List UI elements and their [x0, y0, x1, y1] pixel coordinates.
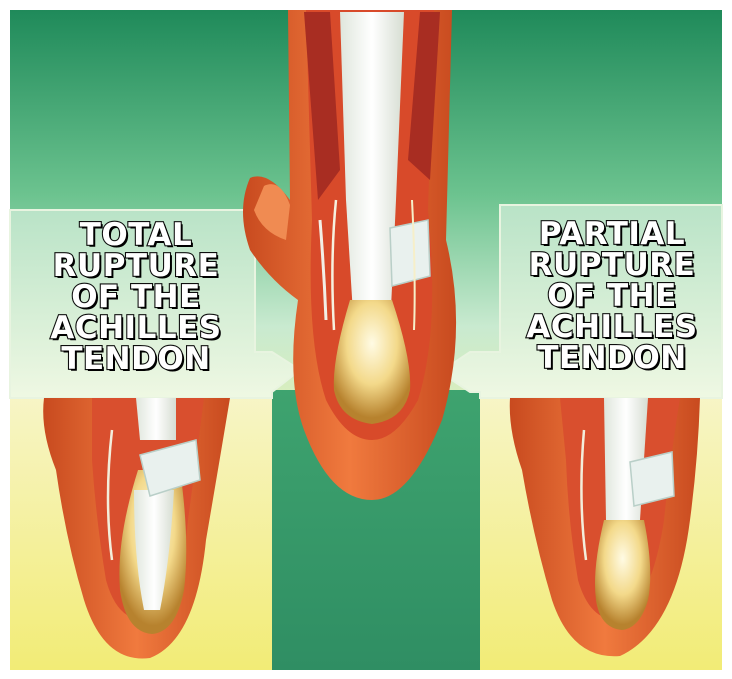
partial-rupture-label: PARTIAL RUPTURE OF THE ACHILLES TENDON — [506, 219, 718, 374]
partial-rupture-line-5: TENDON — [506, 343, 718, 374]
partial-rupture-line-2: RUPTURE — [506, 250, 718, 281]
total-rupture-line-5: TENDON — [30, 344, 242, 375]
partial-rupture-line-3: OF THE — [506, 281, 718, 312]
total-rupture-label: TOTAL RUPTURE OF THE ACHILLES TENDON — [30, 220, 242, 375]
partial-rupture-line-4: ACHILLES — [506, 312, 718, 343]
total-rupture-line-1: TOTAL — [30, 220, 242, 251]
partial-rupture-line-1: PARTIAL — [506, 219, 718, 250]
total-rupture-line-3: OF THE — [30, 282, 242, 313]
total-rupture-line-2: RUPTURE — [30, 251, 242, 282]
total-rupture-line-4: ACHILLES — [30, 313, 242, 344]
